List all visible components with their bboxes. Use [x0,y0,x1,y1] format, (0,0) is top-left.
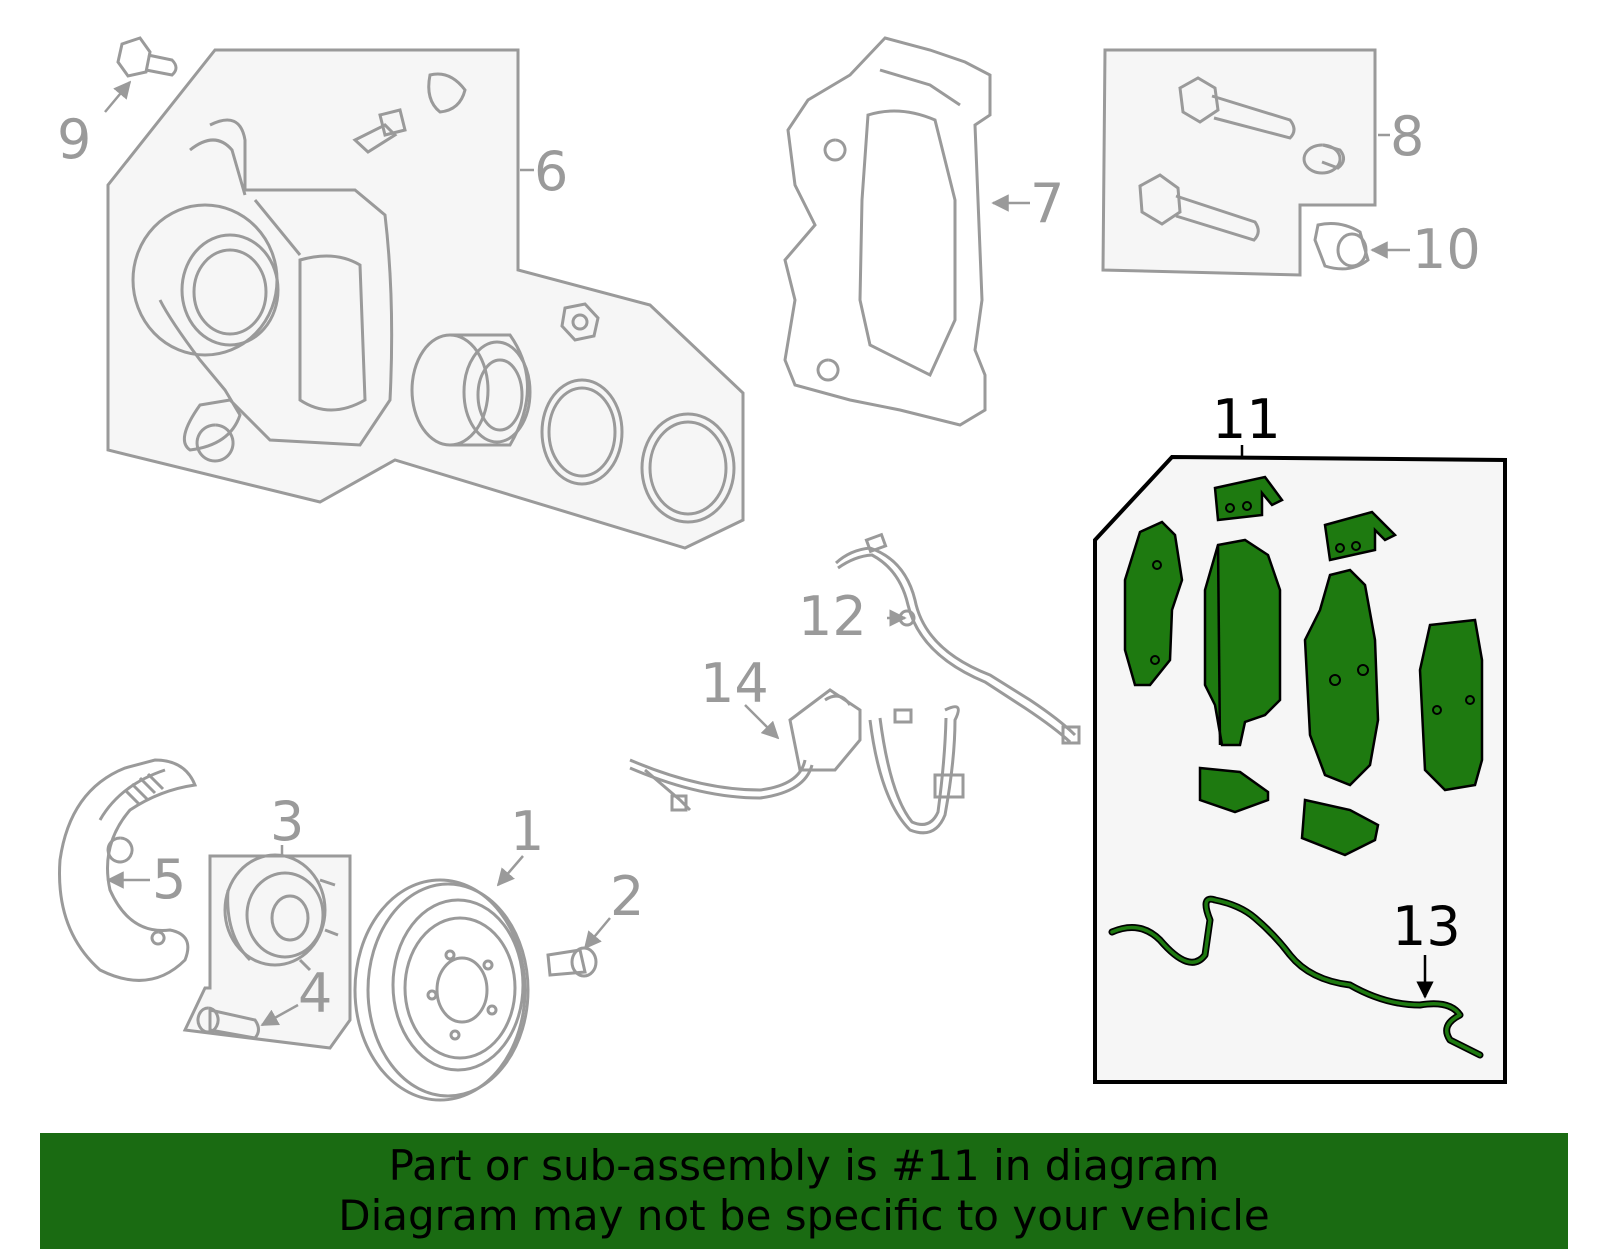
callout-7: 7 [1030,172,1064,235]
callout-13: 13 [1392,895,1461,958]
callout-3: 3 [270,790,304,853]
callout-4: 4 [298,962,332,1025]
callout-2: 2 [610,865,644,928]
rotor-screw-part-2 [546,946,598,978]
callout-5: 5 [152,848,186,911]
info-banner: Part or sub-assembly is #11 in diagram D… [40,1133,1568,1249]
sensor-harness-part-12 [834,532,1081,745]
hub-panel [182,853,352,1050]
abs-sensor-part-14 [629,688,965,835]
splash-shield-part-5 [58,758,198,982]
wear-sensor-fill [1110,897,1482,1057]
brake-pad-kit-parts-part-11 [1123,475,1484,857]
banner-disclaimer: Diagram may not be specific to your vehi… [338,1191,1270,1240]
callout-8: 8 [1390,105,1424,168]
callout-9: 9 [57,108,91,171]
callout-1: 1 [510,800,544,863]
banner-part-note: Part or sub-assembly is #11 in diagram [388,1141,1220,1190]
leader-lines [104,80,1434,1027]
caliper-bolt-part-9 [116,36,178,78]
callout-6: 6 [534,140,568,203]
caliper-bracket-part-7 [783,36,992,427]
callout-10: 10 [1412,218,1481,281]
callout-14: 14 [700,652,769,715]
brake-rotor-part-1 [353,878,530,1102]
guide-pin-panel [1101,48,1377,277]
pad-detail-lines [1150,501,1475,715]
callout-12: 12 [798,585,867,648]
callout-11: 11 [1212,388,1281,451]
caliper-assembly-panel [106,48,745,550]
brake-pad-kit-panel [1093,454,1507,1084]
